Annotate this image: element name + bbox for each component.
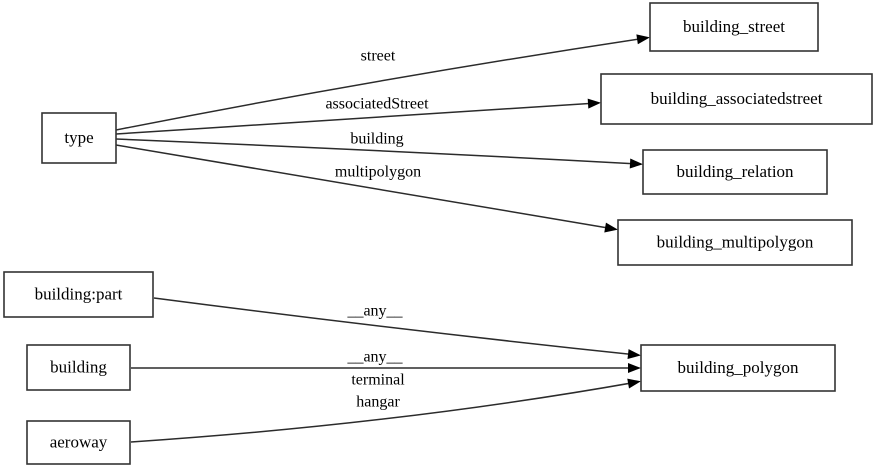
edge-aeroway-to-building_polygon xyxy=(130,378,641,443)
edge-label: building xyxy=(350,131,403,148)
arrowhead-icon xyxy=(628,363,641,373)
node-building_polygon[interactable]: building_polygon xyxy=(640,344,836,392)
edge-type-to-building_associatedstreet xyxy=(115,98,601,135)
node-label: building_street xyxy=(683,17,785,36)
edge-label: __any__ xyxy=(346,303,403,320)
edge-line xyxy=(153,297,638,356)
node-box[interactable] xyxy=(640,344,836,392)
edge-label-secondary: hangar xyxy=(356,394,400,411)
arrowhead-icon xyxy=(604,222,618,233)
edge-line xyxy=(130,381,638,443)
node-box[interactable] xyxy=(26,420,131,465)
edge-line xyxy=(115,37,647,131)
node-label: building_multipolygon xyxy=(657,232,814,251)
arrowhead-icon xyxy=(627,378,641,389)
edge-label: street xyxy=(361,48,396,65)
edge-building_part-to-building_polygon xyxy=(153,297,641,360)
node-label: building_polygon xyxy=(678,358,799,377)
node-label: building xyxy=(50,357,107,376)
node-label: building_associatedstreet xyxy=(651,89,823,108)
node-type[interactable]: type xyxy=(41,112,117,164)
edge-type-to-building_street xyxy=(115,34,650,131)
edge-label: multipolygon xyxy=(335,164,421,181)
node-label: type xyxy=(64,128,93,147)
edge-label: terminal xyxy=(351,372,405,389)
edge-type-to-building_relation xyxy=(115,138,643,169)
node-box[interactable] xyxy=(617,219,853,266)
node-box[interactable] xyxy=(26,344,131,391)
node-box[interactable] xyxy=(642,149,828,195)
node-box[interactable] xyxy=(649,2,819,52)
arrowhead-icon xyxy=(636,34,650,45)
edges-layer xyxy=(115,34,650,443)
node-building_relation[interactable]: building_relation xyxy=(642,149,828,195)
node-aeroway[interactable]: aeroway xyxy=(26,420,131,465)
edge-building-to-building_polygon xyxy=(131,363,641,373)
node-building_associatedstreet[interactable]: building_associatedstreet xyxy=(600,73,873,125)
edge-line xyxy=(115,138,640,165)
edge-type-to-building_multipolygon xyxy=(115,144,618,233)
arrowhead-icon xyxy=(627,349,641,360)
node-building_multipolygon[interactable]: building_multipolygon xyxy=(617,219,853,266)
node-building[interactable]: building xyxy=(26,344,131,391)
arrowhead-icon xyxy=(587,98,601,109)
edge-line xyxy=(115,102,598,135)
node-building_street[interactable]: building_street xyxy=(649,2,819,52)
node-box[interactable] xyxy=(600,73,873,125)
edge-label: associatedStreet xyxy=(325,96,429,113)
node-label: building:part xyxy=(35,284,123,303)
node-label: building_relation xyxy=(676,162,794,181)
edge-line xyxy=(115,144,615,230)
node-box[interactable] xyxy=(3,271,154,318)
node-label: aeroway xyxy=(50,432,108,451)
arrowhead-icon xyxy=(629,158,643,169)
node-box[interactable] xyxy=(41,112,117,164)
edge-labels-layer: street associatedStreet building multipolyg… xyxy=(325,48,429,411)
node-building_part[interactable]: building:part xyxy=(3,271,154,318)
nodes-layer: type building_street building_associatedst… xyxy=(3,2,873,465)
edge-label: __any__ xyxy=(346,349,403,366)
